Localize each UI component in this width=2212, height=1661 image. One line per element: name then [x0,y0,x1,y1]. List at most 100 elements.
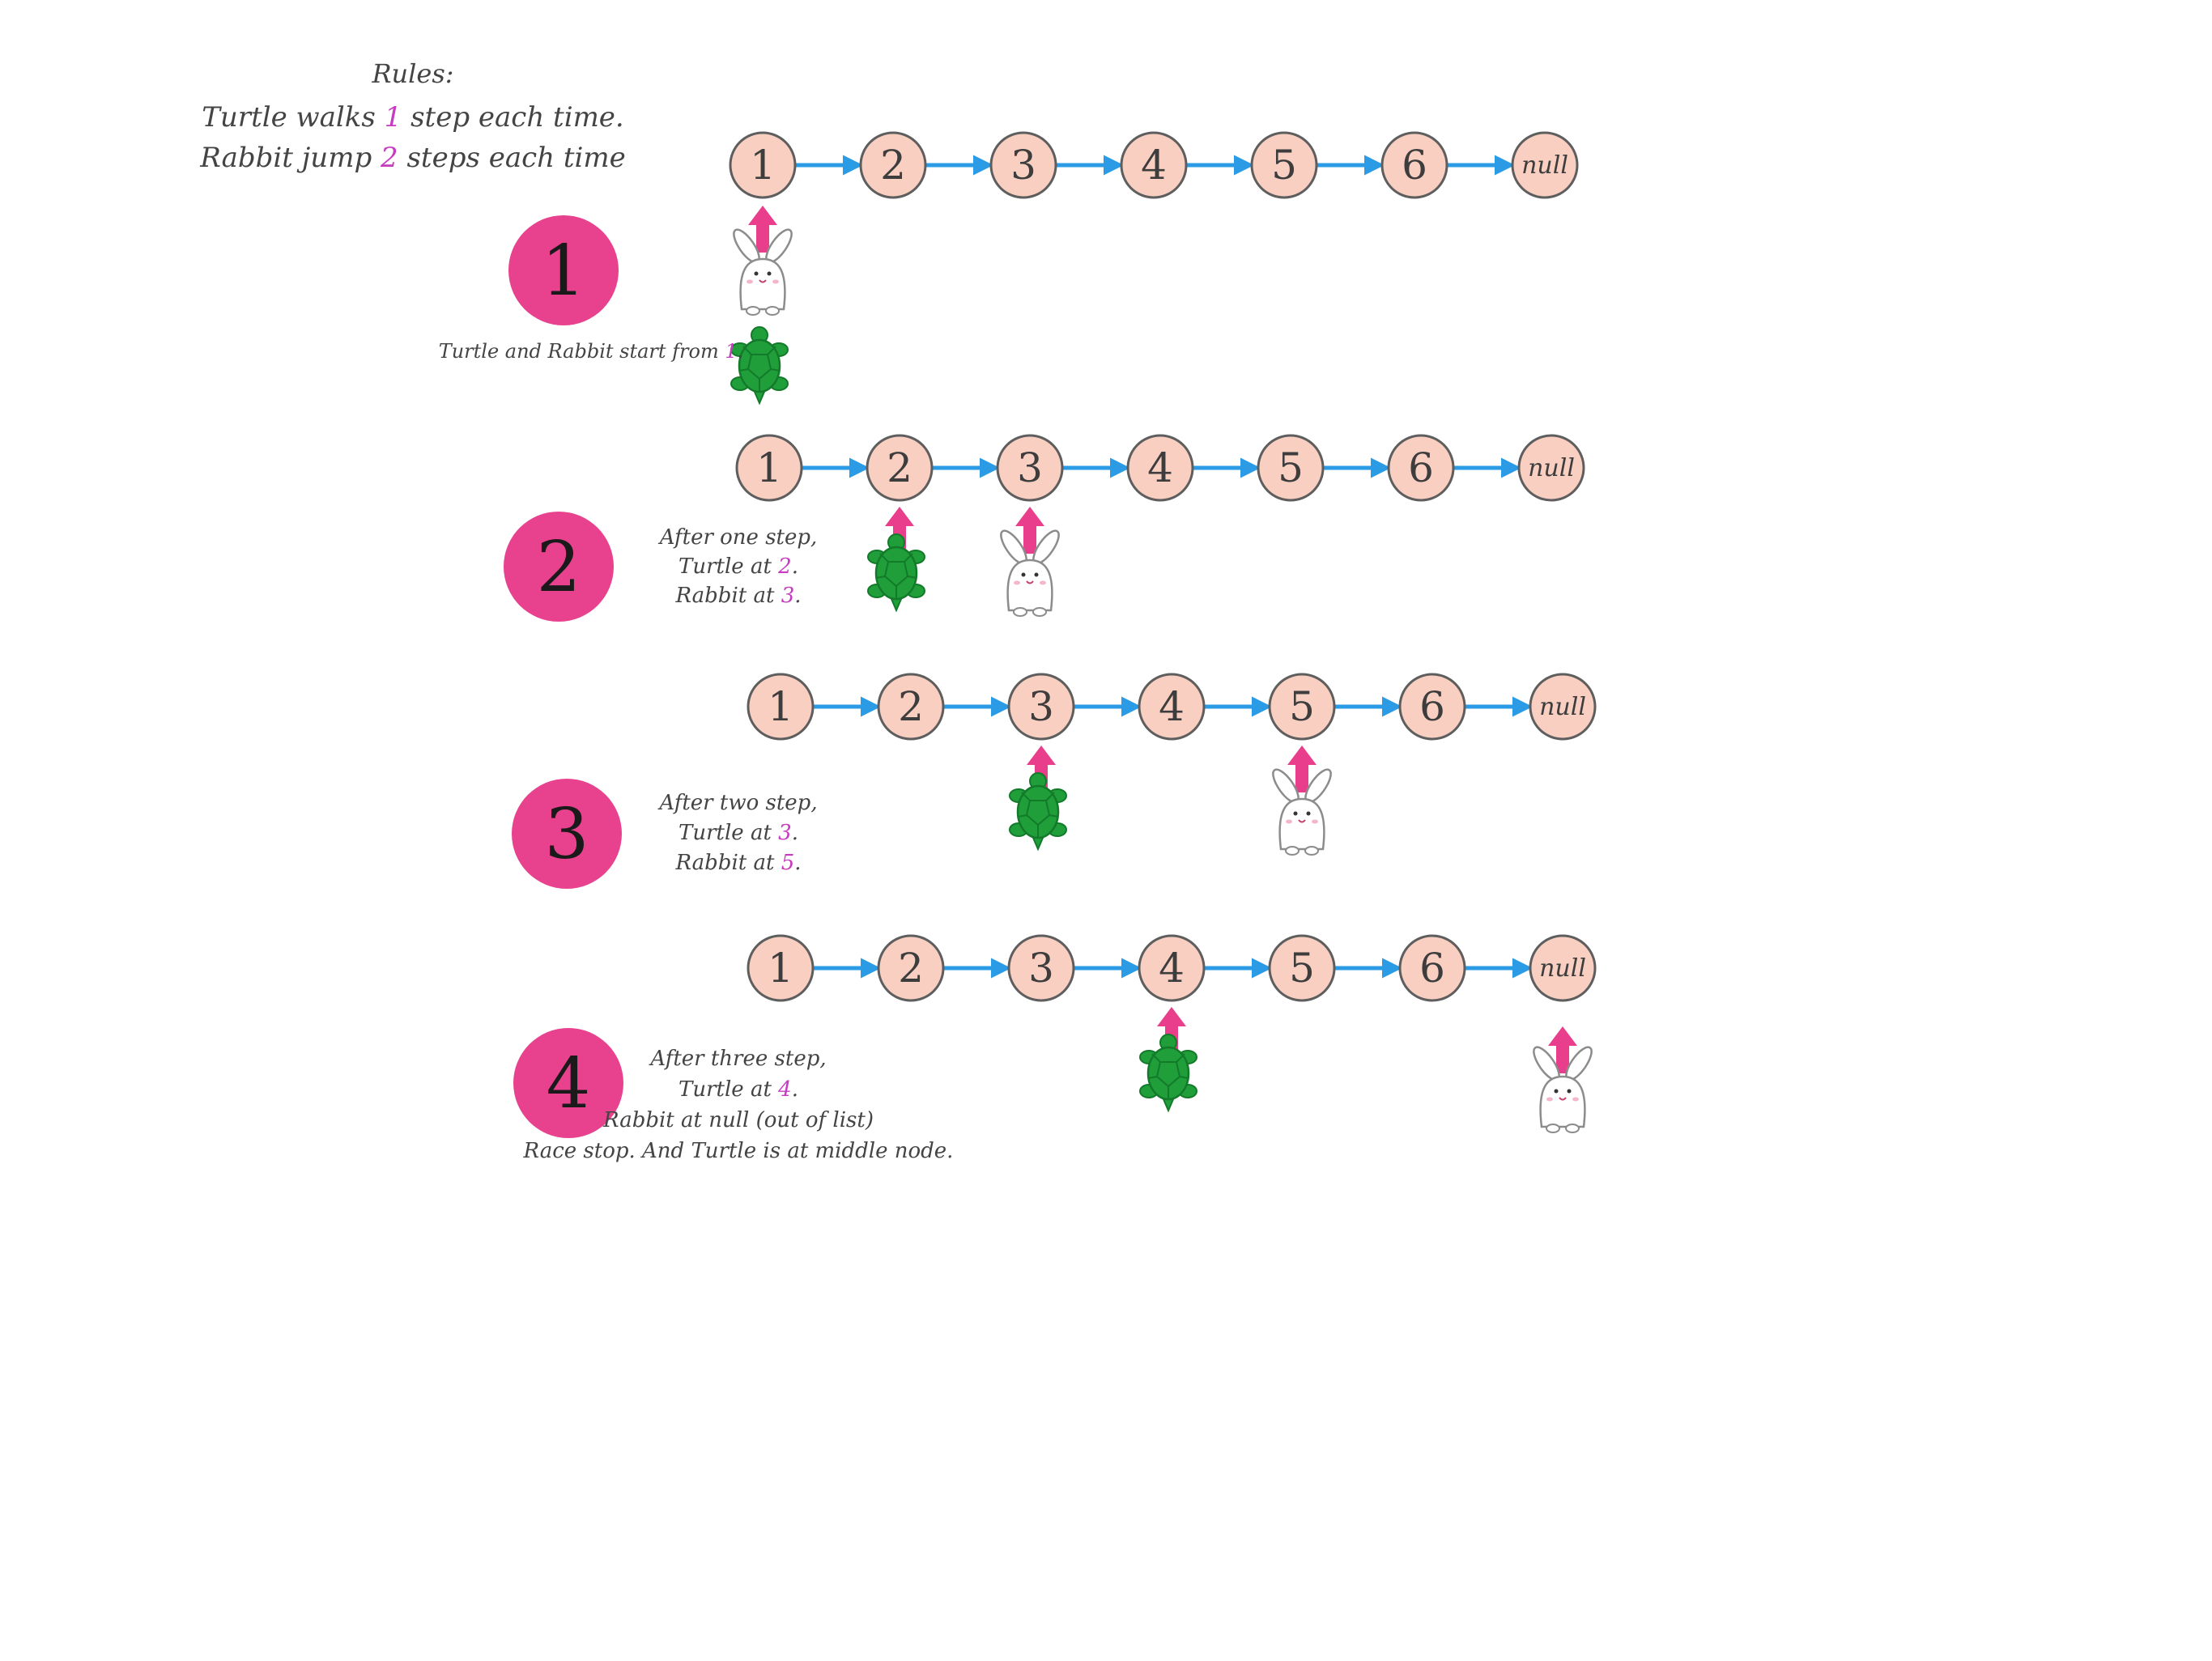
null-node: null [1511,131,1579,199]
up-arrow-icon [748,206,777,253]
caption-text: Race stop. And Turtle is at middle node. [523,1139,954,1163]
caption-text: After three step, [649,1047,826,1071]
node-circle [1257,434,1325,502]
node-circle [1126,434,1194,502]
caption-text: Turtle at [678,554,778,579]
caption-text: Turtle at [678,821,778,845]
highlighted-value: 2 [380,142,398,174]
step-badge: 3 [512,779,622,889]
list-node: 2 [877,673,945,741]
caption-text: Rabbit at null (out of list) [602,1108,874,1132]
null-node: null [1517,434,1585,502]
caption-text: Turtle and Rabbit start from [439,340,725,363]
node-label: 6 [1419,945,1445,992]
node-circle [1250,131,1318,199]
step-badge: 2 [504,512,614,622]
list-node: 3 [996,434,1064,502]
step-badge-number: 4 [547,1043,591,1124]
list-node: 4 [1138,673,1206,741]
highlighted-value: 5 [781,851,795,875]
node-circle [1380,131,1448,199]
highlighted-value: 3 [781,584,795,608]
step-caption-line: Rabbit at 5. [674,851,801,875]
step-badge-number: 1 [542,231,586,312]
node-circle [729,131,797,199]
rabbit-icon [1272,768,1332,856]
node-label: 3 [1010,142,1036,189]
up-arrow-icon [1287,746,1317,792]
step-caption-line: After two step, [657,791,817,815]
node-label: null [1539,954,1586,983]
caption-text: Rabbit at [674,851,781,875]
step-badge-number: 3 [545,794,589,875]
step-caption-line: Turtle and Rabbit start from 1. [439,340,744,363]
step-caption-line: Turtle at 3. [678,821,798,845]
step-caption-line: Turtle at 2. [678,554,798,579]
rabbit-icon [1533,1046,1593,1133]
rules-line-turtle: Turtle walks 1 step each time. [202,101,624,134]
node-circle [1007,934,1075,1002]
node-label: 1 [768,683,793,730]
node-label: 2 [887,444,912,491]
up-arrow-icon [1015,507,1044,554]
turtle-icon [1139,1034,1197,1113]
caption-text: Rabbit jump [199,142,381,174]
node-circle [747,934,815,1002]
node-circle [1268,673,1336,741]
up-arrow-icon [1027,746,1056,792]
node-circle [735,434,803,502]
list-node: 5 [1268,934,1336,1002]
list-node: 1 [747,934,815,1002]
node-label: 5 [1278,444,1304,491]
highlighted-value: 1 [385,101,402,134]
up-arrow-icon [1548,1026,1577,1073]
caption-text: After one step, [658,525,818,550]
list-node: 5 [1250,131,1318,199]
up-arrow-icon [885,507,914,554]
node-circle [1529,934,1597,1002]
step-badge-circle [512,779,622,889]
node-circle [877,934,945,1002]
node-label: 6 [1419,683,1445,730]
step-badge-number: 2 [537,527,581,608]
node-circle [1138,934,1206,1002]
node-circle [866,434,934,502]
list-node: 4 [1126,434,1194,502]
node-circle [1517,434,1585,502]
caption-text: Rabbit at [674,584,781,608]
node-label: 4 [1159,683,1185,730]
node-label: 4 [1141,142,1167,189]
highlighted-value: 4 [777,1077,792,1102]
node-circle [989,131,1057,199]
list-node: 4 [1120,131,1188,199]
caption-text: . [738,340,744,363]
node-circle [1398,934,1466,1002]
node-label: 2 [880,142,906,189]
node-circle [859,131,927,199]
rabbit-icon [733,228,793,316]
list-node: 2 [866,434,934,502]
node-label: 3 [1017,444,1043,491]
node-label: 1 [756,444,782,491]
node-label: 5 [1289,945,1315,992]
step-caption-line: After one step, [658,525,818,550]
step-caption-line: Rabbit at null (out of list) [602,1108,874,1132]
node-circle [1138,673,1206,741]
step-caption-line: After three step, [649,1047,826,1071]
node-label: null [1528,454,1575,482]
node-label: 5 [1271,142,1297,189]
list-node: 1 [735,434,803,502]
node-label: 2 [898,683,924,730]
node-circle [1120,131,1188,199]
node-label: null [1539,693,1586,721]
list-node: 5 [1257,434,1325,502]
rules-title: Rules: [371,58,453,89]
node-label: 4 [1159,945,1185,992]
list-node: 1 [747,673,815,741]
